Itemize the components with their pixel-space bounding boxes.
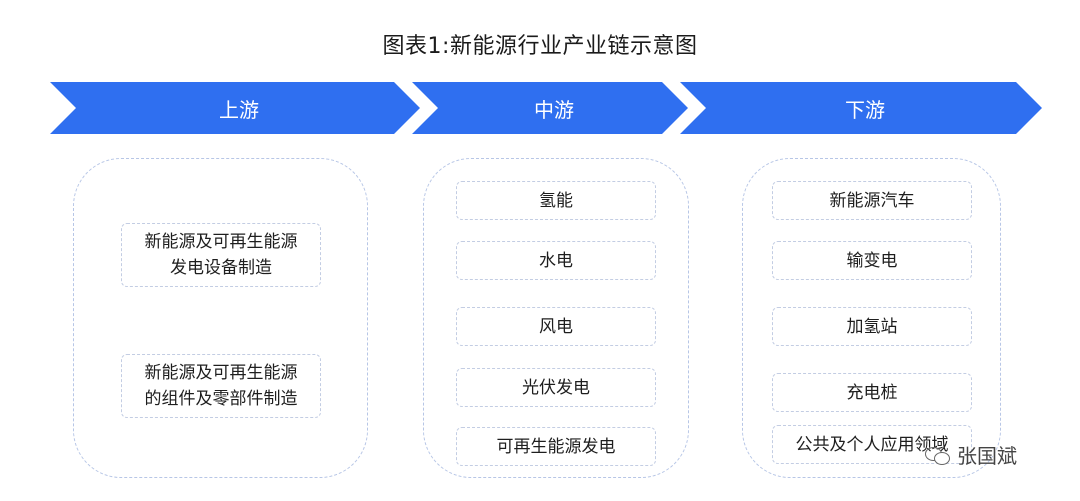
upstream-arrow: 上游 xyxy=(50,82,420,134)
downstream-item: 新能源汽车 xyxy=(772,181,972,220)
downstream-item: 加氢站 xyxy=(772,307,972,346)
watermark: 张国斌 xyxy=(925,440,1017,469)
upstream-label: 上游 xyxy=(219,97,259,122)
midstream-item: 氢能 xyxy=(456,181,656,220)
midstream-arrow: 中游 xyxy=(412,82,688,134)
midstream-item: 光伏发电 xyxy=(456,368,656,407)
midstream-panel xyxy=(423,158,689,478)
midstream-label: 中游 xyxy=(534,97,574,122)
downstream-arrow: 下游 xyxy=(680,82,1042,134)
downstream-label: 下游 xyxy=(845,97,885,122)
downstream-item: 输变电 xyxy=(772,241,972,280)
upstream-item: 新能源及可再生能源 的组件及零部件制造 xyxy=(121,354,321,418)
midstream-item: 水电 xyxy=(456,241,656,280)
midstream-item: 风电 xyxy=(456,307,656,346)
watermark-text: 张国斌 xyxy=(957,444,1017,468)
downstream-panel xyxy=(742,158,1001,478)
upstream-panel xyxy=(73,158,368,478)
downstream-item: 充电桩 xyxy=(772,373,972,412)
midstream-item: 可再生能源发电 xyxy=(456,427,656,466)
upstream-item: 新能源及可再生能源 发电设备制造 xyxy=(121,223,321,287)
wechat-icon xyxy=(925,445,951,465)
diagram-title: 图表1:新能源行业产业链示意图 xyxy=(382,34,698,59)
